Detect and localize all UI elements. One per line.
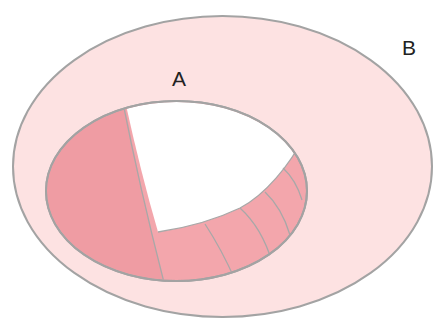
- set-label: A: [172, 68, 186, 89]
- segment-line: [122, 98, 166, 290]
- segment-line: [262, 106, 296, 120]
- hole: [124, 96, 305, 232]
- segment-line: [283, 168, 302, 200]
- subset-ellipse: A: [45, 100, 308, 282]
- ellipse-border: [46, 101, 307, 281]
- ellipse-outline: [45, 100, 308, 282]
- segment-line: [270, 110, 300, 128]
- segment-line: [265, 192, 290, 235]
- ellipse: [13, 16, 432, 317]
- set-ellipse: BA: [12, 15, 433, 318]
- set-label: B: [402, 37, 416, 58]
- segments: [40, 90, 307, 290]
- segment-line: [240, 208, 272, 262]
